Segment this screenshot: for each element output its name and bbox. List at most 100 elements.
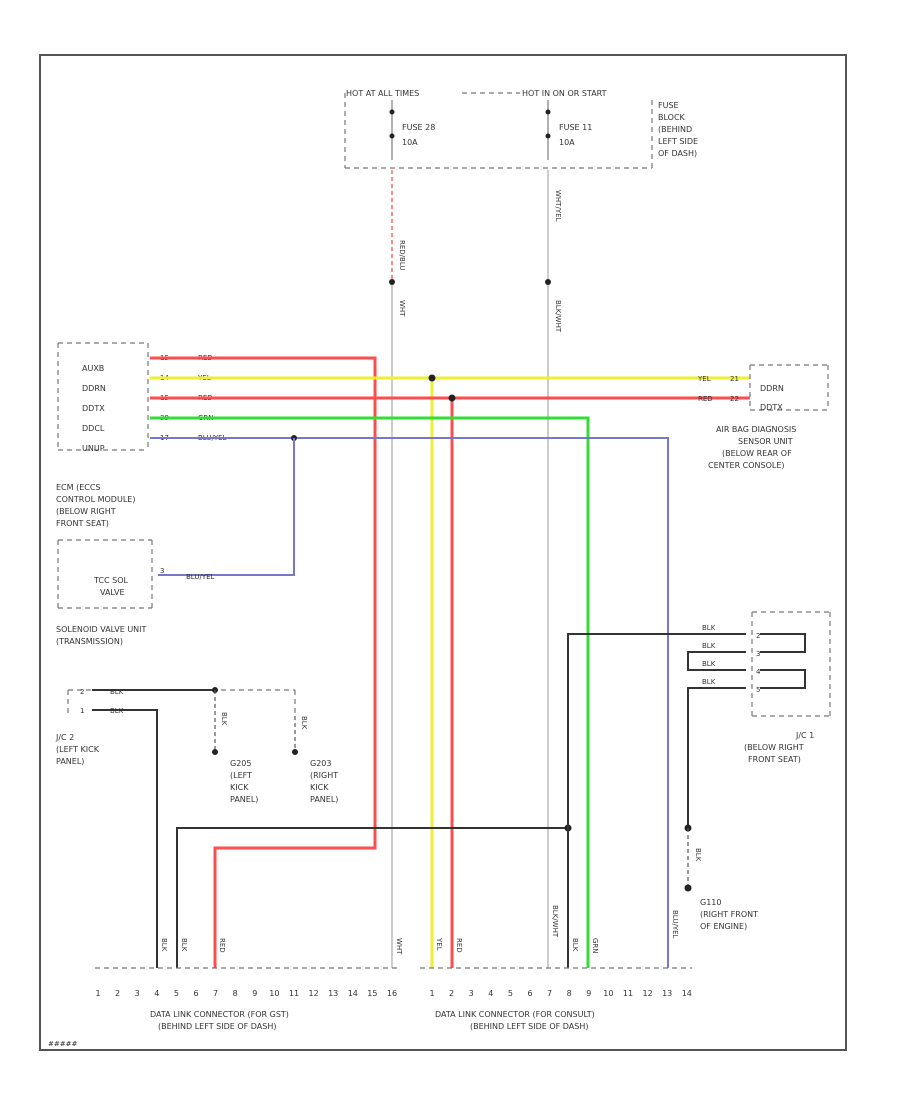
jc2-wire-blk-1: BLK: [110, 688, 124, 696]
ecm-caption-3: (BELOW RIGHT: [56, 507, 116, 516]
airbag-pin-num-21: 21: [730, 375, 739, 383]
jc1-caption-1: J/C 1: [795, 731, 814, 740]
dlc2-pin-6: 6: [527, 989, 532, 998]
airbag-wire-yel: YEL: [697, 375, 711, 383]
jc1-caption-2: (BELOW RIGHT: [744, 743, 804, 752]
jc2-connector: 2 1 BLK BLK J/C 2 (LEFT KICK PANEL): [55, 688, 296, 766]
ecm-pin-ddtx: DDTX: [82, 404, 105, 413]
fuse-11-label: FUSE 11: [559, 123, 592, 132]
g203-wire-label: BLK: [300, 716, 308, 730]
solenoid-caption-2: (TRANSMISSION): [56, 637, 123, 646]
dlc1-pin-3: 3: [135, 989, 140, 998]
jc1-wire-1: BLK: [702, 624, 716, 632]
dlc1-pin-11: 11: [289, 989, 299, 998]
ecm-caption-4: FRONT SEAT): [56, 519, 109, 528]
wire-jc1-pin5: [687, 687, 746, 828]
jc1-pin-3: 3: [756, 650, 760, 658]
wire-jc2-pin1-dlc: [92, 709, 158, 968]
jc1-connector: 2 3 4 5 BLK BLK BLK BLK J/C 1 (BELOW RIG…: [702, 611, 831, 764]
airbag-caption-3: (BELOW REAR OF: [722, 449, 792, 458]
g205-caption-3: KICK: [230, 783, 249, 792]
jc1-pin-4: 4: [756, 668, 761, 676]
dlc2-pin-10: 10: [603, 989, 613, 998]
wire-label-wht: WHT: [398, 300, 406, 317]
fuse-block-location-1: FUSE: [658, 101, 679, 110]
tcc-sol-label: TCC SOL: [93, 576, 129, 585]
dlc2-wire-pin1: YEL: [435, 937, 443, 951]
dlc2-wire-pin2: RED: [455, 938, 463, 953]
jc2-pin-1: 1: [80, 707, 84, 715]
jc2-caption-2: (LEFT KICK: [56, 745, 100, 754]
dlc2-caption-1: DATA LINK CONNECTOR (FOR CONSULT): [435, 1010, 595, 1019]
dlc2-wire-pin7: BLK/WHT: [551, 905, 559, 938]
ecm-pin-ddcl: DDCL: [82, 424, 105, 433]
fuse-block-location-3: (BEHIND: [658, 125, 692, 134]
fuse-block: HOT AT ALL TIMES HOT IN ON OR START FUSE…: [344, 89, 698, 169]
wire-blu-unup: [150, 437, 669, 968]
airbag-sensor-connector: DDRN DDTX 21 22 YEL RED AIR BAG DIAGNOSI…: [697, 364, 829, 470]
ground-captions: G205 (LEFT KICK PANEL) G203 (RIGHT KICK …: [230, 759, 338, 804]
fuse-28-rating: 10A: [402, 138, 418, 147]
ecm-pin-ddrn: DDRN: [82, 384, 106, 393]
dlc1-caption-1: DATA LINK CONNECTOR (FOR GST): [150, 1010, 289, 1019]
g203-ground-icon: [292, 749, 298, 755]
g110-wire-label: BLK: [694, 848, 702, 862]
hot-in-on-label: HOT IN ON OR START: [522, 89, 607, 98]
solenoid-caption-1: SOLENOID VALVE UNIT: [56, 625, 147, 634]
jc2-pin-2: 2: [80, 688, 84, 696]
dlc1-pin-15: 15: [367, 989, 377, 998]
dlc2-pin-8: 8: [567, 989, 572, 998]
dlc1-pin-2: 2: [115, 989, 120, 998]
wire-red-auxb: [150, 356, 377, 968]
dlc1-wire-pin5: BLK: [180, 938, 188, 952]
dlc1-wire-pin16: WHT: [395, 938, 403, 955]
g110-caption-3: OF ENGINE): [700, 922, 747, 931]
dlc1-pin-7: 7: [213, 989, 218, 998]
dlc2-wire-pin9: GRN: [591, 938, 599, 954]
jc2-caption-3: PANEL): [56, 757, 84, 766]
dlc1-pin-14: 14: [348, 989, 358, 998]
airbag-pin-num-22: 22: [730, 395, 739, 403]
hot-at-all-times-label: HOT AT ALL TIMES: [346, 89, 419, 98]
dlc2-pin-1: 1: [429, 989, 434, 998]
airbag-wire-red: RED: [698, 395, 713, 403]
fuse-block-location-5: OF DASH): [658, 149, 697, 158]
ecm-connector: AUXB DDRN DDTX DDCL UNUP 15 14 15 39 17 …: [56, 342, 227, 528]
g205-caption-2: (LEFT: [230, 771, 252, 780]
fuse-28-label: FUSE 28: [402, 123, 435, 132]
solenoid-wire-label: BLU/YEL: [186, 573, 215, 581]
dlc1-pin-9: 9: [252, 989, 257, 998]
dlc1-pin-5: 5: [174, 989, 179, 998]
dlc1-pin-1: 1: [95, 989, 100, 998]
g110-ground-icon: [684, 884, 692, 892]
dlc1-pin-4: 4: [154, 989, 159, 998]
dlc2-pin-13: 13: [662, 989, 672, 998]
ecm-caption-2: CONTROL MODULE): [56, 495, 135, 504]
tcc-valve-label: VALVE: [100, 588, 125, 597]
wire-jc1-loop: [687, 651, 746, 671]
dlc1-wire-pin7: RED: [218, 938, 226, 953]
airbag-caption-4: CENTER CONSOLE): [708, 461, 785, 470]
airbag-caption-1: AIR BAG DIAGNOSIS: [716, 425, 796, 434]
dlc2-pin-4: 4: [488, 989, 493, 998]
ecm-caption-1: ECM (ECCS: [56, 483, 101, 492]
wire-blk-ground-bus: [176, 827, 568, 968]
dlc2-pin-12: 12: [643, 989, 653, 998]
jc2-caption-1: J/C 2: [55, 733, 74, 742]
dlc1-wire-pin4: BLK: [160, 938, 168, 952]
wire-grn-ddcl: [150, 416, 590, 968]
dlc2-wire-pin13: BLU/YEL: [671, 910, 679, 939]
dlc2-caption-2: (BEHIND LEFT SIDE OF DASH): [470, 1022, 588, 1031]
fuse-block-location-2: BLOCK: [658, 113, 686, 122]
ecm-pin-unup: UNUP: [82, 444, 105, 453]
solenoid-pin-num: 3: [160, 567, 164, 575]
g205-ground-icon: [212, 749, 218, 755]
jc1-wire-3: BLK: [702, 660, 716, 668]
g205-caption-1: G205: [230, 759, 251, 768]
solenoid-valve-unit: TCC SOL VALVE 3 BLU/YEL SOLENOID VALVE U…: [56, 539, 215, 646]
ecm-pin-auxb: AUXB: [82, 364, 104, 373]
wire-jc1-pin2-dlc: [567, 633, 746, 968]
